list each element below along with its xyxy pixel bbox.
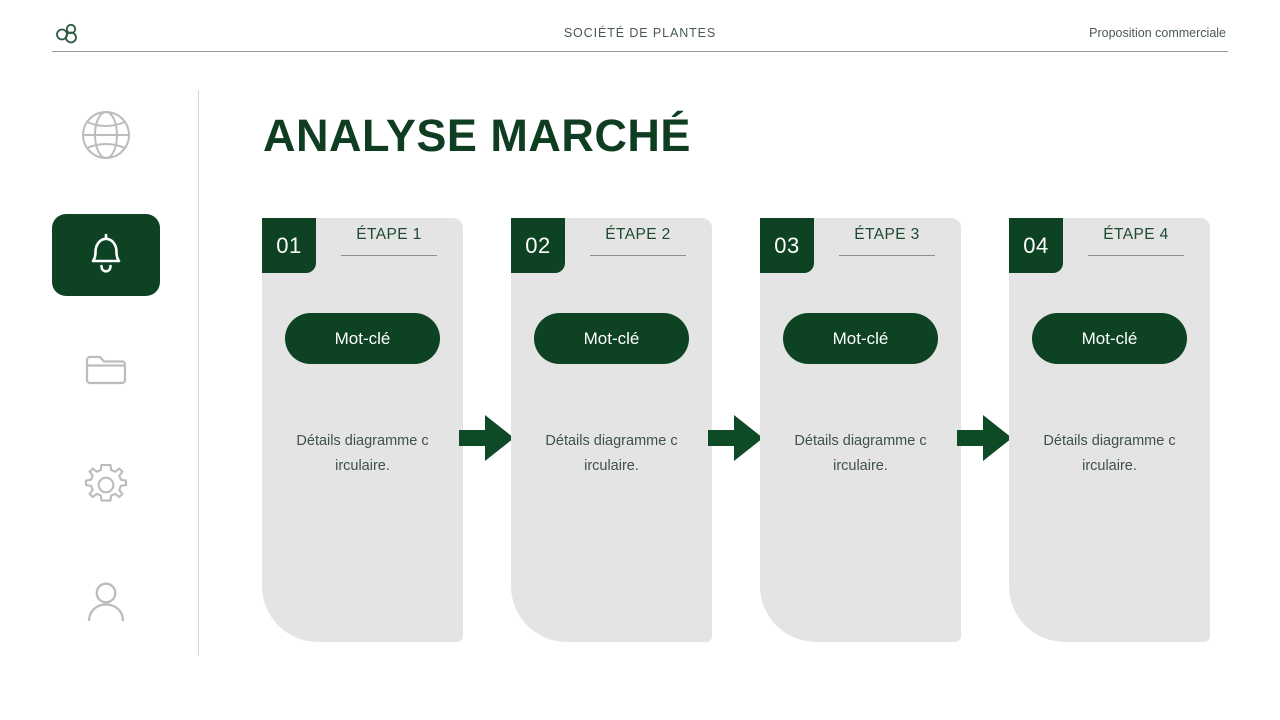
step-card[interactable]: 01 ÉTAPE 1 Mot-clé Détails diagramme c i…: [262, 218, 463, 642]
sidebar-nav: [52, 92, 160, 658]
document-type-label: Proposition commerciale: [1089, 25, 1226, 40]
sidebar-item-globe[interactable]: [52, 96, 160, 178]
content-divider: [198, 90, 199, 656]
step-label-wrap: ÉTAPE 1: [328, 218, 450, 256]
sidebar-item-profile[interactable]: [52, 562, 160, 644]
sidebar-item-settings[interactable]: [52, 446, 160, 528]
gear-icon: [78, 457, 134, 518]
step-number-badge: 03: [760, 218, 814, 273]
keyword-pill[interactable]: Mot-clé: [1032, 313, 1187, 364]
step-number-badge: 01: [262, 218, 316, 273]
step-label: ÉTAPE 3: [854, 226, 920, 243]
step-label-underline: [839, 255, 935, 256]
step-connector: [459, 218, 514, 642]
bell-icon: [79, 226, 133, 285]
step-card[interactable]: 04 ÉTAPE 4 Mot-clé Détails diagramme c i…: [1009, 218, 1210, 642]
step-label-wrap: ÉTAPE 4: [1075, 218, 1197, 256]
step-label: ÉTAPE 2: [605, 226, 671, 243]
step-label-wrap: ÉTAPE 3: [826, 218, 948, 256]
three-circles-logo-icon[interactable]: [52, 18, 82, 48]
step-number-badge: 04: [1009, 218, 1063, 273]
top-header-bar: SOCIÉTÉ DE PLANTES Proposition commercia…: [52, 14, 1228, 52]
step-number-badge: 02: [511, 218, 565, 273]
keyword-pill[interactable]: Mot-clé: [534, 313, 689, 364]
step-card-header: 01 ÉTAPE 1: [262, 218, 463, 280]
step-label-wrap: ÉTAPE 2: [577, 218, 699, 256]
step-card-header: 04 ÉTAPE 4: [1009, 218, 1210, 280]
step-card[interactable]: 03 ÉTAPE 3 Mot-clé Détails diagramme c i…: [760, 218, 961, 642]
step-description: Détails diagramme c irculaire.: [545, 433, 678, 474]
sidebar-item-notifications[interactable]: [52, 214, 160, 296]
step-label-underline: [1088, 255, 1184, 256]
step-label-underline: [590, 255, 686, 256]
user-icon: [78, 573, 134, 634]
step-card[interactable]: 02 ÉTAPE 2 Mot-clé Détails diagramme c i…: [511, 218, 712, 642]
keyword-pill[interactable]: Mot-clé: [783, 313, 938, 364]
company-name: SOCIÉTÉ DE PLANTES: [563, 25, 717, 40]
step-label: ÉTAPE 1: [356, 226, 422, 243]
keyword-pill[interactable]: Mot-clé: [285, 313, 440, 364]
step-connector: [708, 218, 763, 642]
globe-icon: [76, 105, 136, 170]
step-label: ÉTAPE 4: [1103, 226, 1169, 243]
step-description: Détails diagramme c irculaire.: [794, 433, 927, 474]
step-connector: [957, 218, 1012, 642]
process-steps-row: 01 ÉTAPE 1 Mot-clé Détails diagramme c i…: [262, 218, 1210, 642]
step-label-underline: [341, 255, 437, 256]
step-card-header: 03 ÉTAPE 3: [760, 218, 961, 280]
sidebar-item-files[interactable]: [52, 330, 160, 412]
step-card-header: 02 ÉTAPE 2: [511, 218, 712, 280]
folder-icon: [79, 342, 133, 401]
step-description: Détails diagramme c irculaire.: [1043, 433, 1176, 474]
step-description: Détails diagramme c irculaire.: [296, 433, 429, 474]
page-title: ANALYSE MARCHÉ: [263, 110, 691, 161]
